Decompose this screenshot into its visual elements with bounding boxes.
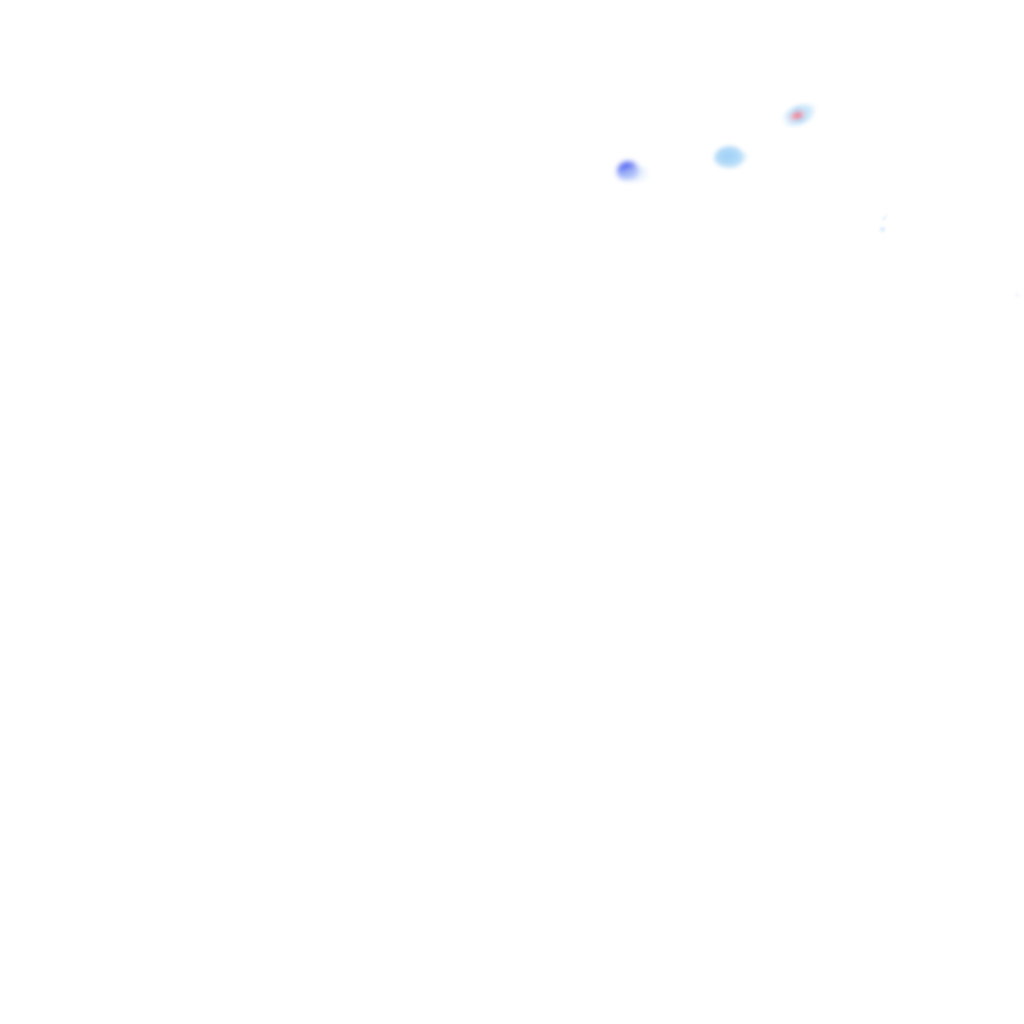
edge-speck-dot [1014, 292, 1020, 298]
blue-blob-mark [610, 156, 652, 189]
blue-blob-skirt [618, 167, 649, 181]
faint-tick-mark [874, 212, 897, 240]
faint-tick-dot [879, 226, 886, 233]
cyan-cloud-tail [735, 152, 749, 161]
faint-tick-stroke [882, 212, 890, 221]
edge-speck-mark [1012, 290, 1024, 304]
pink-streak-mark [778, 99, 820, 131]
pink-streak-tip [802, 102, 819, 116]
pink-streak-halo [778, 99, 820, 131]
cyan-cloud-body [714, 146, 744, 168]
blue-blob-core [617, 161, 639, 179]
cyan-cloud-mark [708, 140, 757, 174]
pink-streak-core [787, 108, 808, 123]
